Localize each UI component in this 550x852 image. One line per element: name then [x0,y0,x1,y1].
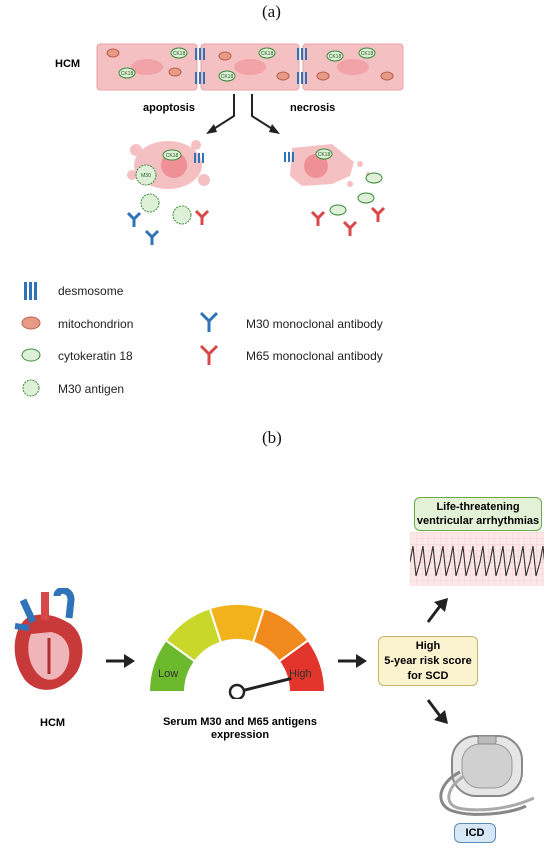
apoptosis-label: apoptosis [143,102,195,114]
m30-antigen-icon [22,379,40,397]
legend-mitochondrion: mitochondrion [58,317,134,331]
desmosome-icon [24,282,37,300]
panel-b-label: (b) [262,428,282,447]
necrotic-cell: CK18 [284,144,386,236]
gauge-caption-line1: Serum M30 and M65 antigens [162,716,318,728]
icd-label: ICD [465,827,485,839]
svg-text:CK18: CK18 [173,51,186,57]
hcm-label-a: HCM [55,58,81,70]
legend-m65-antibody: M65 monoclonal antibody [246,349,383,363]
risk-score-box: High 5-year risk score for SCD [378,636,478,686]
cardiomyocyte-row: CK18 CK18 CK18 CK18 CK18 CK18 [96,43,404,91]
svg-text:CK18: CK18 [121,71,134,77]
svg-text:CK18: CK18 [361,51,374,57]
svg-text:M30: M30 [141,173,151,179]
arrow-gauge-to-risk [338,654,367,668]
legend-m30-antigen: M30 antigen [58,382,125,396]
risk-line1: High [415,640,441,652]
necrosis-label: necrosis [290,102,336,114]
icd-device-icon [439,735,535,816]
m30-antibody-icon [199,311,219,332]
gauge-high-label: High [289,668,312,680]
gauge-needle [235,677,292,694]
svg-text:CK18: CK18 [261,51,274,57]
apoptotic-cell: CK18 M30 [126,140,210,245]
arrhythmia-line2: ventricular arrhythmias [416,515,540,527]
cytokeratin-icon [21,348,41,362]
arrow-risk-to-arrhythmia [426,598,448,623]
icd-label-box: ICD [454,823,496,843]
ecg-strip [410,532,544,586]
heart-icon [14,588,83,690]
legend-cytokeratin: cytokeratin 18 [58,349,133,363]
arrow-risk-to-icd [426,699,448,724]
panel-a-label: (a) [262,2,281,21]
arrhythmia-line1: Life-threatening [436,501,520,513]
gauge-caption: Serum M30 and M65 antigens expression [150,716,330,742]
legend-m30-antibody: M30 monoclonal antibody [246,317,383,331]
gauge-low-label: Low [158,668,179,680]
split-arrows [206,94,280,134]
m65-antibody-icon [199,344,219,365]
arrow-heart-to-gauge [106,654,135,668]
svg-text:CK18: CK18 [329,54,342,60]
risk-gauge [147,603,327,699]
gauge-caption-line2: expression [210,729,270,741]
mitochondrion-icon [21,316,41,330]
legend-desmosome: desmosome [58,284,124,298]
svg-text:CK18: CK18 [166,153,179,159]
legend: desmosome mitochondrion cytokeratin 18 M… [18,280,538,400]
risk-line2: 5-year risk score [384,655,472,667]
risk-line3: for SCD [407,670,449,682]
arrhythmia-box: Life-threatening ventricular arrhythmias [414,497,542,531]
svg-text:CK18: CK18 [318,152,331,158]
hcm-label-b: HCM [40,717,66,729]
svg-text:CK18: CK18 [221,74,234,80]
